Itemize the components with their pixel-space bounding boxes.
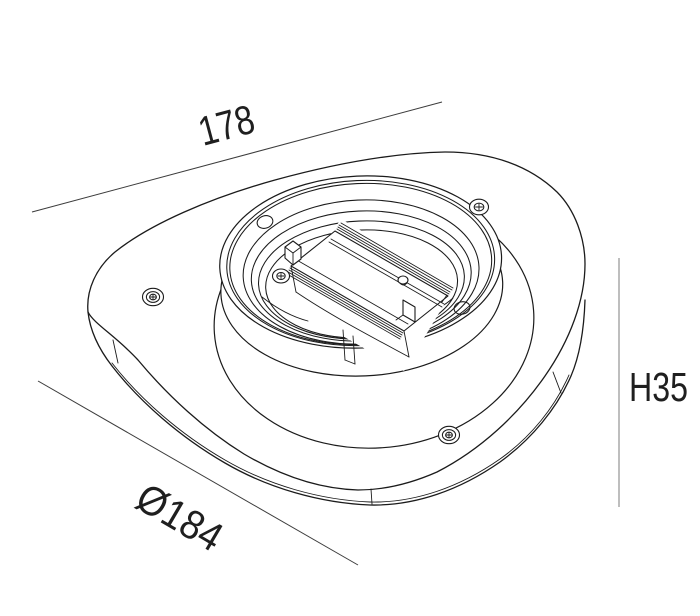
bracket-tray: [290, 265, 410, 365]
dimension-height: H35: [618, 258, 688, 507]
plate-screw-bottom: [437, 425, 461, 445]
bracket-fold-line-2: [328, 241, 443, 308]
sidewall-seam-bottom: [370, 488, 373, 505]
flange-screw: [468, 198, 490, 216]
bracket-tab-lower-right: [395, 294, 448, 323]
plate-screw-left: [141, 287, 165, 307]
width-dimension-line: [31, 101, 443, 213]
diameter-dimension-line: [37, 380, 359, 566]
height-dimension-label: H35: [629, 364, 688, 410]
cavity-floor-arc-left: [261, 296, 309, 322]
bracket-fold-line-1: [330, 238, 445, 305]
fixture-body: [87, 151, 586, 506]
bracket-screw: [271, 268, 291, 284]
bracket-rail-lower: [286, 267, 404, 340]
flange-hole-left: [256, 215, 274, 229]
mounting-bracket: [271, 219, 456, 371]
width-dimension-label: 178: [193, 96, 259, 155]
flange-hole-right: [453, 301, 471, 315]
bracket-tab-upper-left: [284, 240, 302, 266]
sidewall-seam-right: [552, 371, 562, 394]
bracket-fold-line-3: [294, 258, 409, 325]
sidewall-seam-left: [112, 339, 119, 364]
base-plate-rim-line: [111, 362, 570, 503]
bracket-peg: [397, 275, 409, 286]
base-plate-sidewall: [87, 299, 586, 506]
bracket-rail-upper: [336, 222, 454, 295]
diameter-dimension-label: Ø184: [128, 474, 231, 560]
